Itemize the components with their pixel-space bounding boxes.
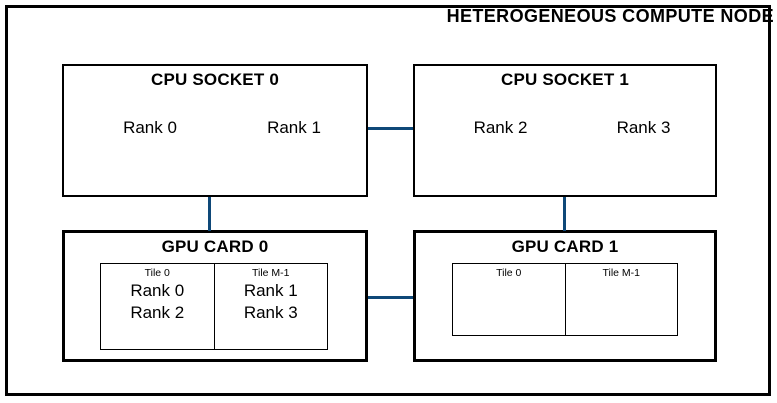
diagram-title: HETEROGENEOUS COMPUTE NODE [446,6,774,26]
tile-ranks: Rank 1 Rank 3 [215,280,328,324]
rank-label: Rank 2 [473,118,528,137]
gpu-card-0-tile-grid: Tile 0 Rank 0 Rank 2 Tile M-1 Rank 1 Ran… [100,263,328,350]
rank-label: Rank 0 [130,281,185,300]
gpu-card-0-tile-0: Tile 0 Rank 0 Rank 2 [101,264,215,349]
tile-ranks: Rank 0 Rank 2 [101,280,214,324]
tile-label: Tile 0 [144,267,170,279]
cpu-socket-1-title: CPU SOCKET 1 [500,70,630,89]
gpu-card-0-title: GPU CARD 0 [161,237,269,256]
tile-label: Tile 0 [496,267,522,279]
gpu-card-1-title: GPU CARD 1 [511,237,619,256]
cpu-socket-0-box: CPU SOCKET 0 Rank 0 Rank 1 [62,64,368,197]
tile-label: Tile M-1 [602,267,641,279]
cpu-socket-1-box: CPU SOCKET 1 Rank 2 Rank 3 [413,64,717,197]
cpu-socket-1-ranks: Rank 2 Rank 3 [415,118,715,138]
gpu-card-1-tile-grid: Tile 0 Tile M-1 [452,263,678,336]
gpu-card-1-tile-m1: Tile M-1 [566,264,678,335]
rank-label: Rank 3 [243,303,298,322]
connector-cpu1-gpu1 [563,197,566,231]
gpu-card-1-box: GPU CARD 1 Tile 0 Tile M-1 [413,230,717,362]
tile-label: Tile M-1 [251,267,290,279]
connector-cpu0-gpu0 [208,197,211,231]
gpu-card-0-box: GPU CARD 0 Tile 0 Rank 0 Rank 2 Tile M-1… [62,230,368,362]
connector-gpu0-gpu1 [368,296,413,299]
connector-cpu0-cpu1 [368,127,413,130]
rank-label: Rank 1 [267,118,321,137]
cpu-socket-0-title: CPU SOCKET 0 [150,70,280,89]
rank-label: Rank 2 [130,303,185,322]
rank-label: Rank 3 [616,118,671,137]
gpu-card-1-tile-0: Tile 0 [453,264,566,335]
cpu-socket-0-ranks: Rank 0 Rank 1 [64,118,366,138]
rank-label: Rank 1 [243,281,298,300]
rank-label: Rank 0 [123,118,177,137]
gpu-card-0-tile-m1: Tile M-1 Rank 1 Rank 3 [215,264,328,349]
